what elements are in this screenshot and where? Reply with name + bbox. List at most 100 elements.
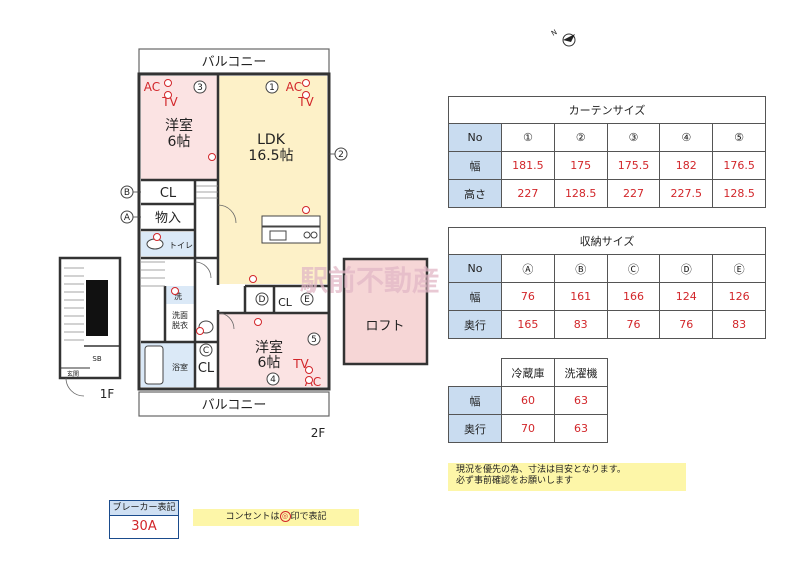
curtain-col-1: ① — [501, 123, 555, 152]
toilet-label: トイレ — [169, 241, 193, 250]
north-compass-icon: N — [550, 28, 576, 47]
window-5: 5 — [311, 335, 317, 345]
breaker-box: ブレーカー表記 30A — [109, 500, 179, 539]
appliance-col-fridge: 冷蔵庫 — [501, 358, 555, 387]
storage-table-title: 収納サイズ — [448, 227, 766, 255]
marker-d-circle — [255, 292, 269, 306]
breaker-title: ブレーカー表記 — [110, 501, 178, 516]
ac-ldk: AC — [286, 80, 302, 94]
cl-c-label: CL — [198, 361, 215, 376]
marker-e: E — [304, 295, 310, 305]
curtain-table-title: カーテンサイズ — [448, 96, 766, 124]
window-1: 1 — [269, 83, 275, 93]
watermark: 駅前不動産 — [300, 264, 440, 297]
curtain-width-2: 175 — [553, 151, 608, 180]
bath-label: 浴室 — [172, 362, 188, 372]
exterior-wall-1f — [58, 256, 122, 380]
curtain-col-3: ③ — [606, 123, 661, 152]
storage-header-no: No — [448, 254, 502, 283]
appliance-corner — [448, 358, 502, 387]
outlet-legend: コンセントは◎印で表記 — [193, 509, 359, 526]
curtain-header-no: No — [448, 123, 502, 152]
tv-ldk: TV — [297, 95, 314, 109]
curtain-height-3: 227 — [606, 179, 661, 208]
curtain-height-5: 128.5 — [712, 179, 766, 208]
ldk-name: LDK — [257, 132, 286, 148]
appliance-washer-width: 63 — [554, 386, 608, 415]
outlet-legend-before: コンセントは — [225, 512, 280, 522]
appliance-row-depth-label: 奥行 — [448, 414, 502, 443]
balcony-top — [138, 48, 330, 74]
outlet-icons — [153, 79, 313, 384]
curtain-row-height-label: 高さ — [448, 179, 502, 208]
storage-depth-b: 83 — [553, 310, 608, 339]
balcony-bottom-label: バルコニー — [202, 398, 267, 413]
curtain-width-3: 175.5 — [606, 151, 661, 180]
floor-1f-label: 1F — [100, 387, 115, 401]
floor-2f-label: 2F — [311, 426, 326, 440]
appliance-size-table: 冷蔵庫 洗濯機 幅 60 63 奥行 70 63 — [448, 358, 608, 443]
cl-b-label: CL — [160, 186, 177, 201]
curtain-col-2: ② — [553, 123, 608, 152]
exterior-wall-2f — [137, 72, 331, 391]
storage-row-width-label: 幅 — [448, 282, 502, 311]
window-3: 3 — [197, 83, 203, 93]
ac-room1: AC — [144, 80, 160, 94]
marker-a: A — [124, 213, 131, 223]
storage-col-c: Ⓒ — [606, 254, 661, 283]
storage-depth-d: 76 — [659, 310, 714, 339]
room1-area — [141, 76, 218, 180]
stairs-2f — [141, 185, 218, 287]
window-2: 2 — [338, 150, 344, 160]
tv-room2: TV — [292, 357, 309, 371]
marker-c-circle — [199, 343, 213, 357]
bathtub — [144, 345, 164, 385]
breaker-value: 30A — [131, 519, 157, 534]
marker-e-circle — [300, 292, 314, 306]
curtain-height-4: 227.5 — [659, 179, 714, 208]
room2-size: 6帖 — [258, 355, 281, 371]
appliance-washer-depth: 63 — [554, 414, 608, 443]
curtain-width-5: 176.5 — [712, 151, 766, 180]
room1-name: 洋室 — [165, 117, 193, 134]
curtain-col-5: ⑤ — [712, 123, 766, 152]
entrance-label: 玄関 — [67, 370, 79, 378]
stair-core — [86, 280, 108, 336]
appliance-col-washer: 洗濯機 — [554, 358, 608, 387]
door-swings — [194, 204, 237, 330]
kitchen-counter — [261, 215, 321, 227]
cl-d-label: CL — [278, 296, 293, 309]
storage-col-b: Ⓑ — [553, 254, 608, 283]
appliance-row-width-label: 幅 — [448, 386, 502, 415]
dimension-note-line2: 必ず事前確認をお願いします — [456, 476, 574, 486]
appliance-fridge-width: 60 — [501, 386, 555, 415]
balcony-top-label: バルコニー — [202, 55, 267, 70]
toilet-fixture — [146, 238, 164, 250]
floor-plan: バルコニー — [58, 48, 440, 440]
curtain-row-width-label: 幅 — [448, 151, 502, 180]
curtain-width-4: 182 — [659, 151, 714, 180]
appliance-fridge-depth: 70 — [501, 414, 555, 443]
storage-width-a: 76 — [501, 282, 555, 311]
balcony-bottom — [138, 391, 330, 417]
storage-a-label: 物入 — [155, 211, 181, 226]
room2-name: 洋室 — [255, 339, 283, 356]
ldk-area — [219, 76, 327, 284]
shoe-box-label: SB — [92, 355, 101, 363]
washroom-label: 洗面脱衣 — [172, 310, 188, 330]
stairs-1f — [64, 267, 84, 341]
marker-d: D — [259, 295, 266, 305]
loft-label: ロフト — [365, 319, 404, 334]
storage-depth-a: 165 — [501, 310, 555, 339]
storage-width-b: 161 — [553, 282, 608, 311]
storage-col-d: Ⓓ — [659, 254, 714, 283]
curtain-col-4: ④ — [659, 123, 714, 152]
curtain-height-1: 227 — [501, 179, 555, 208]
storage-width-c: 166 — [606, 282, 661, 311]
outlet-legend-icon: ◎ — [279, 511, 291, 522]
marker-c: C — [203, 346, 209, 356]
dimension-note-line1: 現況を優先の為、寸法は目安となります。 — [456, 465, 626, 475]
room1-size: 6帖 — [168, 134, 191, 150]
storage-col-e: Ⓔ — [712, 254, 766, 283]
curtain-width-1: 181.5 — [501, 151, 555, 180]
